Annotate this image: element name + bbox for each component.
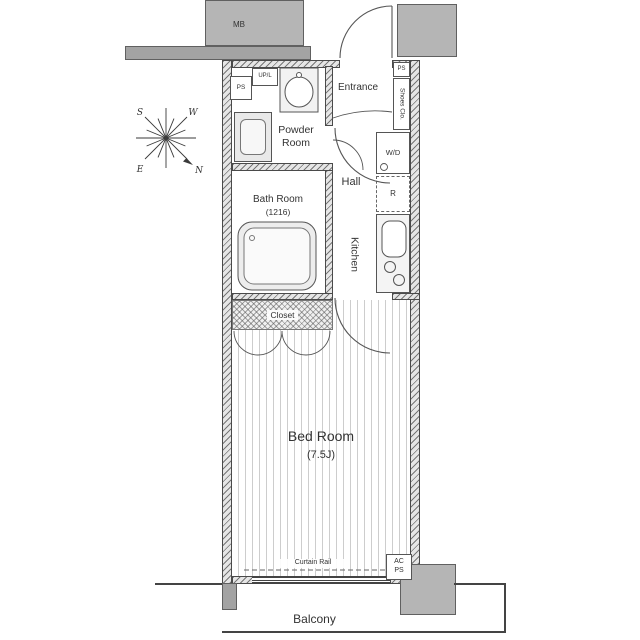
bathtub-icon (237, 221, 317, 291)
unit-wall-top-left (232, 60, 340, 68)
ps-box-top-right: PS (393, 62, 410, 77)
balcony-front-line (222, 631, 506, 633)
powder-door-arc (332, 139, 364, 171)
ps-label-bottom: PS (394, 567, 404, 574)
vanity-basin (240, 119, 266, 155)
exterior-slab-top-right (397, 4, 457, 57)
bed-room-label: Bed Room (287, 428, 355, 444)
ac-ps-box: AC PS (386, 554, 412, 580)
refrigerator-label: R (390, 189, 396, 198)
compass-letter-n: N (194, 166, 204, 176)
bed-room-size-label: (7.5J) (306, 449, 336, 461)
balcony-edge-line-right (454, 583, 505, 585)
compass-center-dot (164, 136, 168, 140)
hall-label: Hall (341, 176, 361, 188)
curtain-rail-label: Curtain Rail (278, 559, 348, 568)
balcony-window (252, 576, 390, 584)
kitchen-counter (376, 214, 410, 293)
upl-label: UP/L (258, 73, 272, 80)
partition-wall-powder (325, 66, 333, 126)
balcony-divider-line-left (155, 583, 223, 585)
kitchen-label: Kitchen (348, 237, 361, 273)
vanity-unit (234, 112, 272, 162)
ac-label: AC (394, 558, 404, 566)
washbasin-icon (279, 67, 319, 113)
closet-top-wall (232, 293, 333, 300)
washer-dryer-box: W/D (376, 132, 410, 174)
mb-label: MB (233, 20, 245, 29)
entrance-step-line (332, 110, 393, 119)
upl-box: UP/L (252, 68, 278, 86)
bath-room-size-label: (1216) (265, 207, 291, 217)
closet-label: Closet (267, 310, 298, 320)
ps-label-top-right: PS (397, 65, 406, 72)
balcony-divider-block (222, 583, 237, 610)
shoes-closet-label: Shoes Clo. (398, 88, 406, 120)
washer-dryer-label: W/D (385, 148, 401, 158)
refrigerator-box: R (376, 176, 410, 212)
unit-wall-right (410, 60, 420, 584)
partition-wall-bath (325, 164, 333, 300)
closet-area: Closet (232, 300, 333, 330)
bedroom-door-stub-wall (392, 293, 420, 300)
compass-letter-w: W (188, 108, 198, 118)
entrance-door-arc (339, 5, 393, 59)
meter-box-slab (205, 0, 304, 46)
compass-rose (136, 108, 196, 168)
window-sash-line (252, 580, 390, 581)
exterior-wall-slab-top (125, 46, 311, 60)
bath-room-label: Bath Room (252, 194, 304, 205)
shoes-closet-box: Shoes Clo. (393, 78, 410, 130)
unit-wall-left (222, 60, 232, 584)
balcony-label: Balcony (293, 612, 336, 626)
powder-room-label: Powder Room (278, 124, 314, 150)
compass-letter-s: S (137, 108, 143, 118)
ps-box-top-left: PS (230, 76, 252, 100)
ps-label-top-left: PS (236, 83, 246, 91)
partition-wall-powder-bath (232, 163, 333, 171)
entrance-label: Entrance (337, 82, 379, 93)
compass-letter-e: E (136, 165, 144, 175)
balcony-side-line-right (504, 583, 506, 633)
compass-letters: S W E N (136, 108, 204, 176)
compass-north-arrow (183, 158, 193, 165)
